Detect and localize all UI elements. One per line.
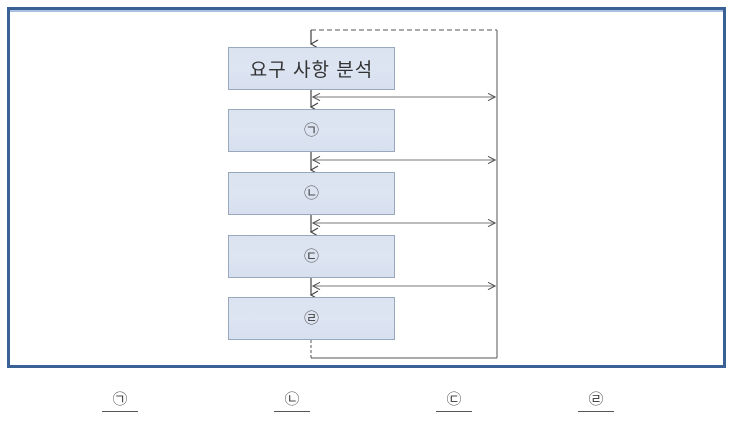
process-box-requirements-analysis[interactable]: 요구 사항 분석 xyxy=(228,47,395,90)
feedback-arrows xyxy=(313,97,495,286)
legend-underline xyxy=(102,411,138,412)
circled-letter-rieul: ㉣ xyxy=(303,310,319,327)
circled-letter-giyeok: ㉠ xyxy=(303,122,319,139)
circled-letter-nieun-legend: ㉡ xyxy=(284,391,300,408)
legend-underline xyxy=(274,411,310,412)
circled-letter-digeut-legend: ㉢ xyxy=(446,391,462,408)
circled-letter-nieun: ㉡ xyxy=(303,185,319,202)
legend-underline xyxy=(578,411,614,412)
process-box-1[interactable]: ㉠ xyxy=(228,109,395,152)
legend-item-4[interactable]: ㉣ xyxy=(566,390,626,412)
circled-letter-digeut: ㉢ xyxy=(303,248,319,265)
process-box-2[interactable]: ㉡ xyxy=(228,172,395,215)
legend-underline xyxy=(436,411,472,412)
legend-item-2[interactable]: ㉡ xyxy=(262,390,322,412)
circled-letter-giyeok-legend: ㉠ xyxy=(112,391,128,408)
process-box-label: 요구 사항 분석 xyxy=(249,60,374,81)
legend-item-1[interactable]: ㉠ xyxy=(90,390,150,412)
circled-letter-rieul-legend: ㉣ xyxy=(588,391,604,408)
process-box-4[interactable]: ㉣ xyxy=(228,297,395,340)
process-box-3[interactable]: ㉢ xyxy=(228,235,395,278)
legend-item-3[interactable]: ㉢ xyxy=(424,390,484,412)
return-loop xyxy=(309,29,498,359)
legend-row: ㉠ ㉡ ㉢ ㉣ xyxy=(0,390,740,429)
